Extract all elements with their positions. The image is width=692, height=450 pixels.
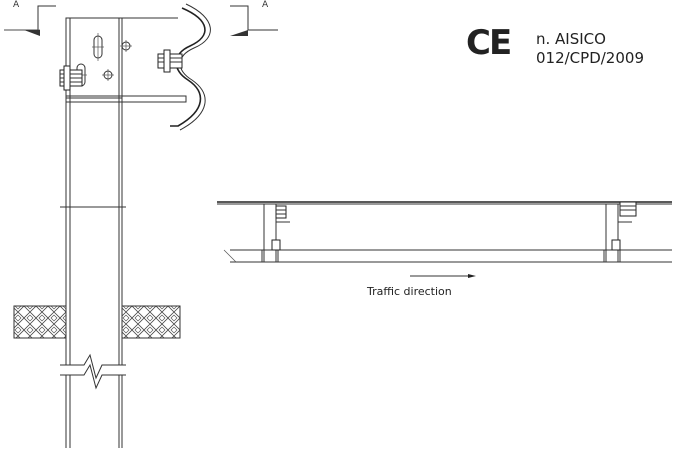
bolt-assembly-icon — [157, 49, 183, 73]
bolt-assembly-icon — [271, 239, 281, 251]
bolt-assembly-icon — [59, 65, 83, 91]
section-mark-left — [4, 5, 56, 36]
traffic-direction-arrow — [410, 274, 476, 278]
certificate-info: n. AISICO 012/CPD/2009 — [536, 30, 644, 68]
certificate-line-1: n. AISICO — [536, 30, 606, 48]
ce-mark: CE — [466, 23, 512, 63]
certificate-line-2: 012/CPD/2009 — [536, 49, 644, 67]
traffic-direction-label: Traffic direction — [367, 285, 452, 298]
vertical-section-view — [13, 3, 211, 448]
bolt-slot-icon — [92, 33, 104, 61]
bolt-assembly-icon — [611, 239, 621, 251]
bolt-assembly-icon — [275, 205, 287, 219]
section-label-left: A — [13, 0, 20, 10]
section-mark-right — [230, 5, 278, 36]
bolt-assembly-icon — [619, 201, 637, 217]
section-label-right: A — [262, 0, 269, 10]
bolt-hole-icon — [102, 69, 114, 81]
bolt-hole-icon — [120, 40, 132, 52]
plan-view — [217, 201, 672, 278]
